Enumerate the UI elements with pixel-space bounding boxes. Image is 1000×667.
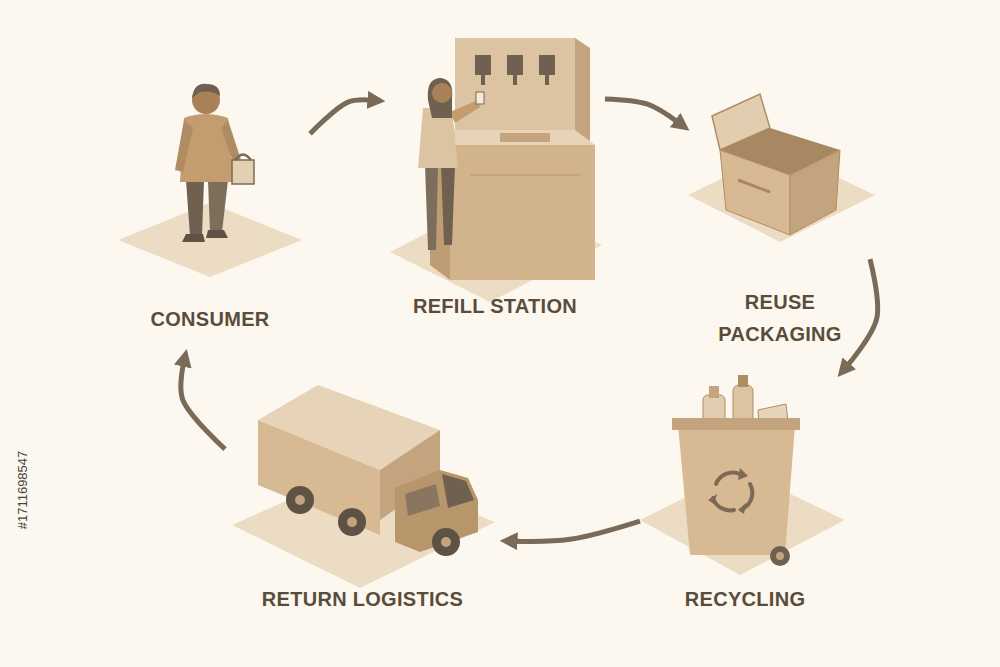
recycling-bin-figure <box>640 375 845 575</box>
reuse-box-figure <box>688 94 875 242</box>
flow-arrow <box>310 100 371 134</box>
consumer-figure <box>118 84 302 277</box>
process-node: REUSE PACKAGING <box>690 88 870 364</box>
refill-station-figure <box>390 38 602 302</box>
delivery-truck-figure <box>232 385 495 588</box>
node-label: CONSUMER <box>150 303 269 335</box>
process-node: CONSUMER <box>110 80 310 349</box>
node-label: REFILL STATION <box>413 290 577 322</box>
image-id: #1711698547 <box>15 451 30 530</box>
node-label: REUSE PACKAGING <box>698 286 862 350</box>
process-node: REFILL STATION <box>385 32 605 336</box>
flow-arrow <box>514 521 640 541</box>
flow-arrow <box>605 99 678 122</box>
node-label: RETURN LOGISTICS <box>262 583 463 615</box>
process-node: RECYCLING <box>640 378 850 629</box>
flow-arrow <box>847 259 878 366</box>
flow-arrow <box>181 363 225 449</box>
process-node: RETURN LOGISTICS <box>225 372 500 629</box>
node-label: RECYCLING <box>685 583 805 615</box>
